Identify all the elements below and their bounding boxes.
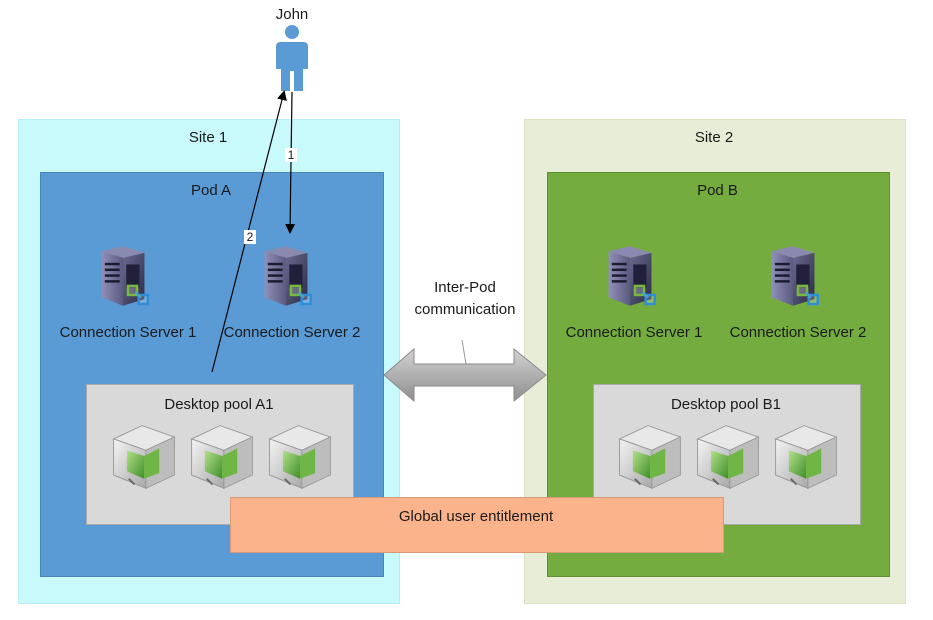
inter-pod-communication-label: communication [414,301,516,318]
inter-pod-label: Inter-Pod [434,279,496,296]
step-2-label: 2 [244,230,256,244]
user-name-label: John [275,6,309,23]
virtual-desktop-icon [690,418,766,494]
global-user-entitlement [230,497,724,553]
pod-a-label: Pod A [190,182,232,199]
server-icon [597,236,663,316]
virtual-desktop-icon [106,418,182,494]
pod-b-server-1-label: Connection Server 1 [565,324,703,341]
person-icon [276,25,308,91]
virtual-desktop-icon [262,418,338,494]
server-icon [760,236,826,316]
site-2-label: Site 2 [694,129,734,146]
global-user-entitlement-label: Global user entitlement [398,508,554,525]
pod-b-server-2-label: Connection Server 2 [729,324,867,341]
step-1-label: 1 [285,148,297,162]
inter-pod-arrow [383,340,547,403]
server-icon [253,236,319,316]
server-icon [90,236,156,316]
pod-a-server-1-label: Connection Server 1 [59,324,197,341]
virtual-desktop-icon [184,418,260,494]
virtual-desktop-icon [612,418,688,494]
pod-a-server-2-label: Connection Server 2 [223,324,361,341]
site-1-label: Site 1 [188,129,228,146]
desktop-pool-b1-label: Desktop pool B1 [670,396,782,413]
pod-b-label: Pod B [697,182,738,199]
desktop-pool-a1-label: Desktop pool A1 [164,396,274,413]
virtual-desktop-icon [768,418,844,494]
